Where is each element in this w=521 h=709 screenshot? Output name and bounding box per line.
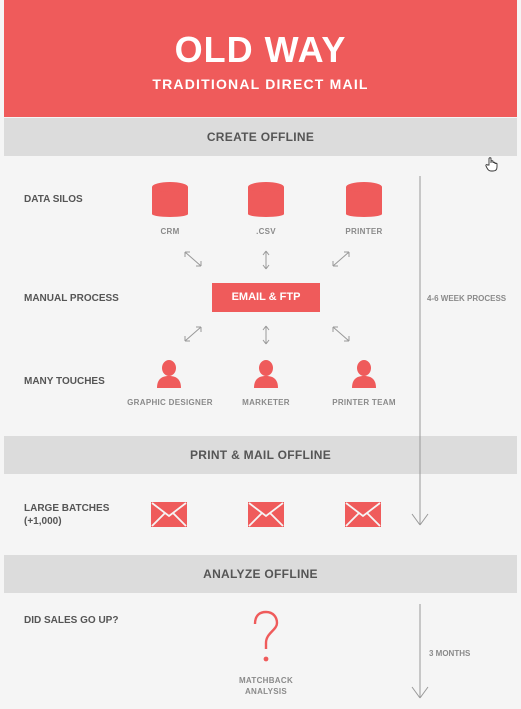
timeline-arrow-months — [411, 604, 429, 699]
timeline-label-months: 3 MONTHS — [429, 649, 471, 658]
section-create-offline: CREATE OFFLINE — [4, 118, 517, 156]
section-analyze-offline: ANALYZE OFFLINE — [4, 555, 517, 593]
row-label-data-silos: DATA SILOS — [24, 194, 83, 205]
diagonal-arrow-icon — [184, 326, 202, 342]
database-icon — [248, 182, 284, 217]
envelope-icon — [151, 502, 187, 527]
row-label-large-batches: LARGE BATCHES (+1,000) — [24, 503, 110, 527]
diagonal-arrow-icon — [332, 326, 350, 342]
email-ftp-box: EMAIL & FTP — [212, 283, 320, 312]
hand-cursor-icon — [485, 157, 498, 172]
envelope-icon — [248, 502, 284, 527]
matchback-analysis-label: MATCHBACK ANALYSIS — [238, 676, 294, 696]
vertical-arrow-icon — [262, 250, 270, 270]
silo-label-printer: PRINTER — [345, 227, 383, 236]
person-label-graphic-designer: GRAPHIC DESIGNER — [127, 398, 213, 407]
person-label-marketer: MARKETER — [242, 398, 290, 407]
database-icon — [152, 182, 188, 217]
silo-label-csv: .CSV — [256, 227, 276, 236]
question-mark-icon — [253, 610, 279, 662]
page-subtitle: TRADITIONAL DIRECT MAIL — [152, 76, 369, 92]
section-print-mail-offline: PRINT & MAIL OFFLINE — [4, 436, 517, 474]
diagonal-arrow-icon — [332, 251, 350, 267]
person-icon — [157, 360, 181, 388]
header-banner: OLD WAY TRADITIONAL DIRECT MAIL — [4, 0, 517, 117]
row-label-did-sales-go-up: DID SALES GO UP? — [24, 615, 119, 626]
row-label-manual-process: MANUAL PROCESS — [24, 293, 119, 304]
database-icon — [346, 182, 382, 217]
vertical-arrow-icon — [262, 325, 270, 345]
page-title: OLD WAY — [174, 29, 347, 70]
envelope-icon — [345, 502, 381, 527]
diagonal-arrow-icon — [184, 251, 202, 267]
row-label-many-touches: MANY TOUCHES — [24, 376, 105, 387]
person-label-printer-team: PRINTER TEAM — [332, 398, 396, 407]
timeline-arrow-process — [411, 176, 429, 526]
silo-label-crm: CRM — [160, 227, 180, 236]
timeline-label-process: 4-6 WEEK PROCESS — [427, 294, 507, 303]
person-icon — [352, 360, 376, 388]
person-icon — [254, 360, 278, 388]
